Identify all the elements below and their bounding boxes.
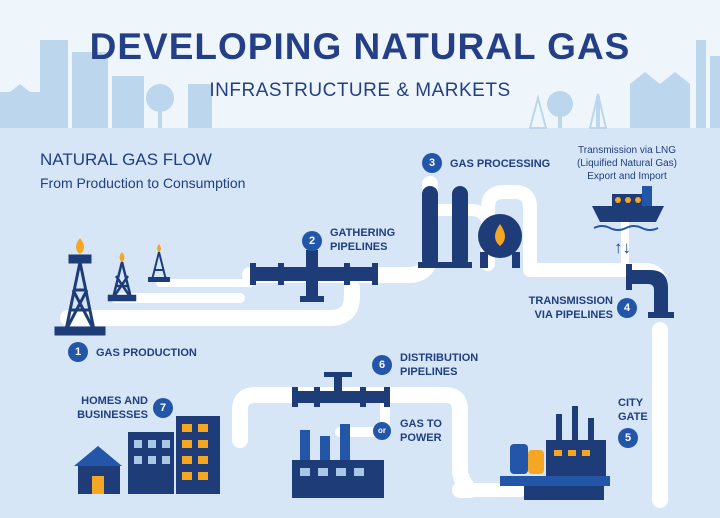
step-2-badge: 2 bbox=[302, 231, 322, 251]
step-6-line1: DISTRIBUTION bbox=[400, 352, 479, 364]
step-1-label: GAS PRODUCTION bbox=[96, 347, 197, 359]
gas-derrick-small bbox=[148, 251, 170, 282]
step-7-line1: HOMES AND bbox=[81, 395, 148, 407]
step-3-badge: 3 bbox=[422, 153, 442, 173]
step-4-line1: TRANSMISSION bbox=[528, 295, 613, 307]
step-5-line1: CITY bbox=[618, 397, 644, 409]
flame-icon bbox=[76, 238, 84, 254]
page-title: DEVELOPING NATURAL GAS bbox=[89, 26, 631, 67]
step-4-line2: VIA PIPELINES bbox=[534, 309, 613, 321]
or-badge: or bbox=[373, 422, 391, 440]
step-5-line2: GATE bbox=[618, 411, 648, 423]
city-skyline-left bbox=[0, 40, 212, 128]
lng-ship-icon bbox=[592, 186, 664, 231]
homes-and-businesses bbox=[74, 416, 220, 494]
flow-subheading: From Production to Consumption bbox=[40, 175, 246, 191]
flame-icon bbox=[157, 244, 161, 252]
step-2-line2: PIPELINES bbox=[330, 241, 388, 253]
page-subtitle: INFRASTRUCTURE & MARKETS bbox=[209, 80, 511, 101]
step-2-line1: GATHERING bbox=[330, 227, 396, 239]
lng-description: Transmission via LNG (Liquified Natural … bbox=[565, 144, 689, 183]
step-6-line2: PIPELINES bbox=[400, 366, 458, 378]
step-6-label: DISTRIBUTION PIPELINES bbox=[400, 351, 478, 379]
industrial-skyline-right bbox=[528, 40, 720, 129]
flow-heading: NATURAL GAS FLOW bbox=[40, 150, 212, 169]
flame-icon bbox=[495, 224, 505, 246]
lng-line3: Export and Import bbox=[587, 171, 667, 182]
step-5-label: CITY GATE bbox=[618, 396, 648, 424]
gas-derrick-medium bbox=[107, 261, 137, 302]
import-export-arrows-icon: ↑↓ bbox=[614, 238, 631, 257]
gas-to-power-label: GAS TO POWER bbox=[400, 417, 442, 445]
gas-to-power-line1: GAS TO bbox=[400, 418, 442, 430]
distribution-valve bbox=[292, 372, 390, 407]
lng-line2: (Liquified Natural Gas) bbox=[576, 158, 678, 169]
lng-line1: Transmission via LNG bbox=[578, 145, 676, 156]
step-7-line2: BUSINESSES bbox=[77, 409, 148, 421]
step-3-label: GAS PROCESSING bbox=[450, 158, 551, 170]
step-2-label: GATHERING PIPELINES bbox=[330, 226, 395, 254]
step-7-label: HOMES AND BUSINESSES bbox=[60, 394, 148, 422]
transmission-pipe-elbow bbox=[626, 264, 674, 318]
step-4-badge: 4 bbox=[617, 298, 637, 318]
step-6-badge: 6 bbox=[372, 355, 392, 375]
gas-derrick-large bbox=[54, 254, 106, 336]
step-5-badge: 5 bbox=[618, 428, 638, 448]
city-gate-plant bbox=[500, 406, 610, 500]
power-plant bbox=[292, 424, 384, 498]
step-4-label: TRANSMISSION VIA PIPELINES bbox=[505, 294, 613, 322]
flame-icon bbox=[119, 252, 125, 262]
gas-to-power-line2: POWER bbox=[400, 432, 442, 444]
step-1-badge: 1 bbox=[68, 342, 88, 362]
gathering-valve bbox=[250, 250, 378, 302]
step-7-badge: 7 bbox=[153, 398, 173, 418]
